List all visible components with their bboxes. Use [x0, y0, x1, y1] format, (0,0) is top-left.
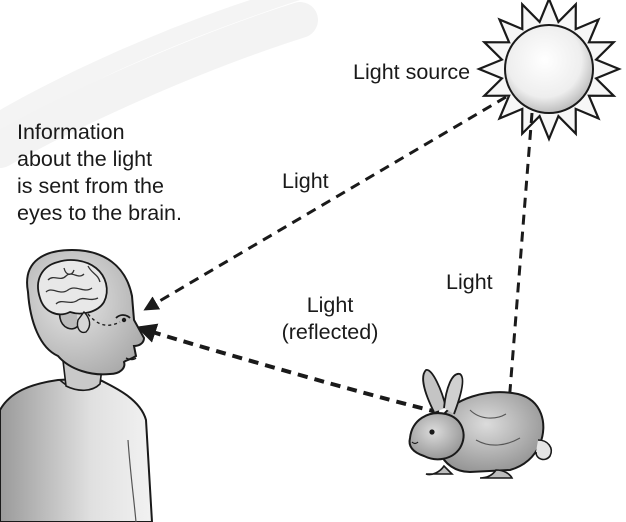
info-caption: Information about the light is sent from… [17, 119, 182, 227]
sun-icon [479, 0, 619, 139]
reflected-label-line: (reflected) [266, 319, 394, 346]
light-ray-sun-to-rabbit [508, 113, 532, 416]
light-to-rabbit-label: Light [446, 269, 493, 296]
reflected-label-line: Light [266, 292, 394, 319]
info-caption-line: eyes to the brain. [17, 200, 182, 227]
light-rays [140, 97, 532, 428]
reflected-light-label: Light (reflected) [266, 292, 394, 346]
info-caption-line: Information [17, 119, 182, 146]
light-to-eye-label: Light [282, 168, 329, 195]
info-caption-line: is sent from the [17, 173, 182, 200]
child-head-icon [0, 250, 152, 522]
light-source-label: Light source [353, 59, 470, 86]
rabbit-icon [410, 370, 552, 478]
info-caption-line: about the light [17, 146, 182, 173]
